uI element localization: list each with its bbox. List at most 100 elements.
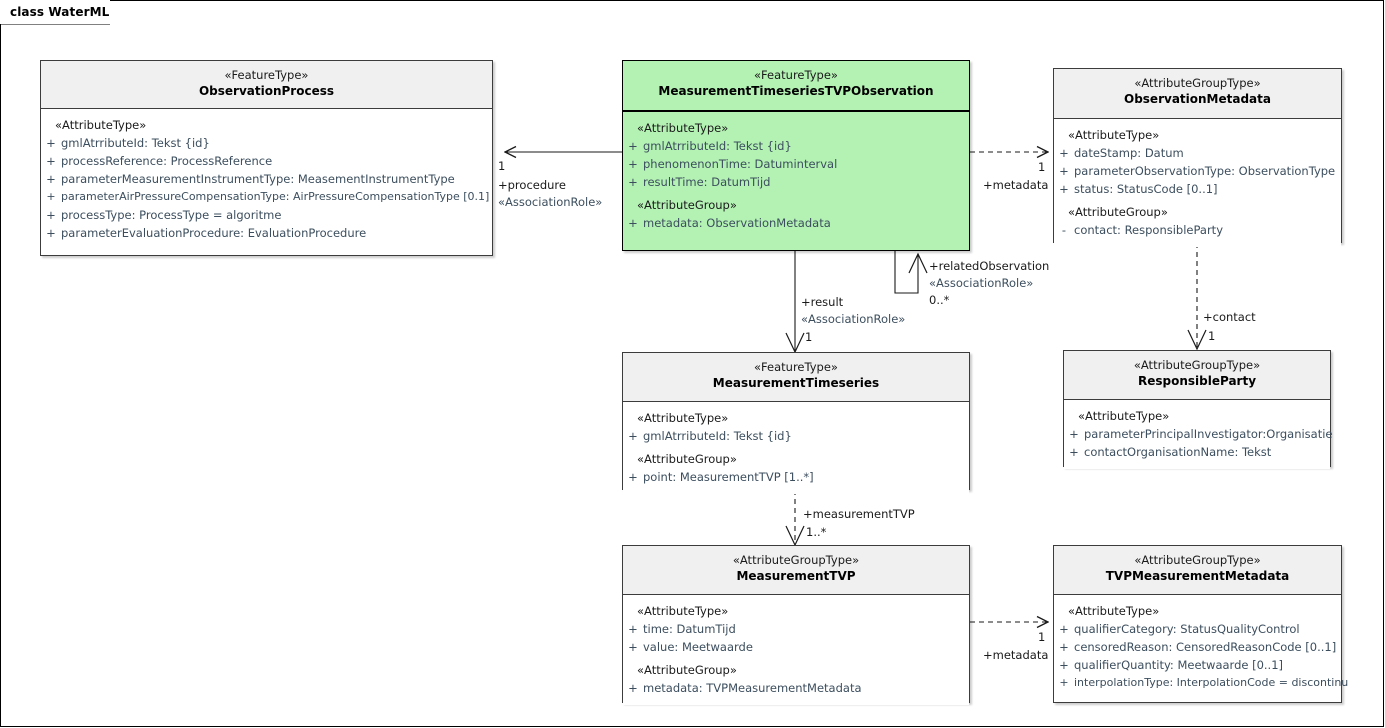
attribute-row: + parameterObservationType: ObservationT… xyxy=(1054,162,1341,180)
visibility-marker: + xyxy=(628,640,638,654)
attribute-text: censoredReason: CensoredReasonCode [0..1… xyxy=(1074,640,1337,654)
class-name: TVPMeasurementMetadata xyxy=(1105,569,1290,583)
attribute-row: + dateStamp: Datum xyxy=(1054,144,1341,162)
attribute-group-label: «AttributeGroup» xyxy=(637,198,737,212)
class-name: ObservationMetadata xyxy=(1124,92,1271,106)
contact-role-label: +contact xyxy=(1203,310,1256,324)
result-multiplicity: 1 xyxy=(805,330,813,344)
attribute-text: gmlAtrributeId: Tekst {id} xyxy=(643,139,792,153)
class-name: MeasurementTVP xyxy=(736,569,856,583)
metadata-tvp-multiplicity: 1 xyxy=(1038,630,1046,644)
metadata-tvp-role-label: +metadata xyxy=(983,648,1049,662)
visibility-marker: + xyxy=(46,226,56,240)
attribute-row: + processType: ProcessType = algoritme xyxy=(41,206,492,224)
attribute-row: + qualifierQuantity: Meetwaarde [0..1] xyxy=(1054,656,1341,674)
class-header: «FeatureType» MeasurementTimeseriesTVPOb… xyxy=(623,61,969,112)
attribute-group-label: «AttributeGroup» xyxy=(637,452,737,466)
attribute-group-label: «AttributeType» xyxy=(1078,409,1170,423)
class-stereotype: «AttributeGroupType» xyxy=(1133,358,1261,372)
class-observation-metadata[interactable]: «AttributeGroupType» ObservationMetadata… xyxy=(1053,68,1342,247)
class-header: «FeatureType» ObservationProcess xyxy=(41,61,492,109)
class-name: ResponsibleParty xyxy=(1137,374,1257,388)
class-stereotype: «FeatureType» xyxy=(754,68,838,82)
procedure-role-label: +procedure xyxy=(498,178,566,192)
visibility-marker: + xyxy=(1059,658,1069,672)
attribute-row: + parameterAirPressureCompensationType: … xyxy=(41,188,492,206)
related-observation-multiplicity: 0..* xyxy=(929,293,950,307)
diagram-tab: class WaterML xyxy=(0,0,110,25)
attribute-text: metadata: TVPMeasurementMetadata xyxy=(643,681,862,695)
class-body: «AttributeType» + gmlAtrributeId: Tekst … xyxy=(41,109,492,250)
measurement-tvp-multiplicity: 1..* xyxy=(806,525,827,539)
class-header: «AttributeGroupType» ResponsibleParty xyxy=(1064,351,1330,400)
attribute-text: interpolationType: InterpolationCode = d… xyxy=(1074,676,1349,689)
class-measurement-timeseries-tvp-observation[interactable]: «FeatureType» MeasurementTimeseriesTVPOb… xyxy=(622,60,970,251)
metadata-observation-role-label: +metadata xyxy=(983,178,1049,192)
class-stereotype: «AttributeGroupType» xyxy=(732,553,860,567)
attribute-row: + point: MeasurementTVP [1..*] xyxy=(623,468,969,486)
attribute-row: + parameterMeasurementInstrumentType: Me… xyxy=(41,170,492,188)
attribute-row: + interpolationType: InterpolationCode =… xyxy=(1054,674,1348,692)
attribute-row: + resultTime: DatumTijd xyxy=(623,173,969,191)
attribute-text: status: StatusCode [0..1] xyxy=(1074,182,1218,196)
attribute-row: + qualifierCategory: StatusQualityContro… xyxy=(1054,620,1341,638)
contact-multiplicity: 1 xyxy=(1208,329,1216,343)
attribute-group-label: «AttributeType» xyxy=(1068,604,1160,618)
attribute-row: + status: StatusCode [0..1] xyxy=(1054,180,1341,198)
visibility-marker: + xyxy=(628,216,638,230)
class-name: MeasurementTimeseriesTVPObservation xyxy=(658,84,934,98)
class-responsible-party[interactable]: «AttributeGroupType» ResponsibleParty «A… xyxy=(1063,350,1333,469)
attribute-text: qualifierCategory: StatusQualityControl xyxy=(1074,622,1300,636)
visibility-marker: + xyxy=(628,681,638,695)
result-role-label: +result xyxy=(801,295,844,309)
visibility-marker: + xyxy=(1059,164,1069,178)
attribute-row: + value: Meetwaarde xyxy=(623,638,969,656)
class-header: «AttributeGroupType» MeasurementTVP xyxy=(623,546,969,595)
attribute-row: - contact: ResponsibleParty xyxy=(1054,221,1341,239)
attribute-row: + contactOrganisationName: Tekst xyxy=(1064,443,1330,461)
visibility-marker: + xyxy=(1059,640,1069,654)
attribute-text: qualifierQuantity: Meetwaarde [0..1] xyxy=(1074,658,1284,672)
visibility-marker: + xyxy=(46,136,56,150)
class-header: «FeatureType» MeasurementTimeseries xyxy=(623,353,969,402)
attribute-text: contact: ResponsibleParty xyxy=(1074,223,1223,237)
visibility-marker: + xyxy=(628,622,638,636)
attribute-text: processType: ProcessType = algoritme xyxy=(61,208,282,222)
attribute-text: point: MeasurementTVP [1..*] xyxy=(643,470,814,484)
class-body: «AttributeType» + dateStamp: Datum + par… xyxy=(1054,119,1341,247)
attribute-text: dateStamp: Datum xyxy=(1074,146,1184,160)
attribute-row: + gmlAtrributeId: Tekst {id} xyxy=(623,427,969,445)
attribute-row: + parameterPrincipalInvestigator:Organis… xyxy=(1064,425,1332,443)
attribute-text: parameterMeasurementInstrumentType: Meas… xyxy=(61,172,455,186)
visibility-marker: + xyxy=(46,154,56,168)
visibility-marker: - xyxy=(1061,223,1067,237)
class-body: «AttributeType» + qualifierCategory: Sta… xyxy=(1054,595,1348,700)
class-body: «AttributeType» + time: DatumTijd + valu… xyxy=(623,595,969,705)
attribute-text: phenomenonTime: Datuminterval xyxy=(643,157,838,171)
attribute-group-label: «AttributeType» xyxy=(55,118,147,132)
class-name: MeasurementTimeseries xyxy=(712,376,880,390)
attribute-row: + time: DatumTijd xyxy=(623,620,969,638)
attribute-group-label: «AttributeGroup» xyxy=(637,663,737,677)
class-header: «AttributeGroupType» TVPMeasurementMetad… xyxy=(1054,546,1341,595)
attribute-text: gmlAtrributeId: Tekst {id} xyxy=(61,136,210,150)
visibility-marker: + xyxy=(46,190,56,203)
class-observation-process[interactable]: «FeatureType» ObservationProcess «Attrib… xyxy=(40,60,493,256)
attribute-group-label: «AttributeType» xyxy=(637,604,729,618)
class-tvp-measurement-metadata[interactable]: «AttributeGroupType» TVPMeasurementMetad… xyxy=(1053,545,1348,703)
attribute-text: parameterObservationType: ObservationTyp… xyxy=(1074,164,1336,178)
attribute-row: + censoredReason: CensoredReasonCode [0.… xyxy=(1054,638,1341,656)
class-body: «AttributeType» + gmlAtrributeId: Tekst … xyxy=(623,402,969,494)
visibility-marker: + xyxy=(1069,445,1079,459)
class-stereotype: «FeatureType» xyxy=(224,68,309,82)
result-stereotype-label: «AssociationRole» xyxy=(801,312,906,326)
class-measurement-tvp[interactable]: «AttributeGroupType» MeasurementTVP «Att… xyxy=(622,545,970,705)
visibility-marker: + xyxy=(1059,146,1069,160)
visibility-marker: + xyxy=(628,429,638,443)
attribute-text: gmlAtrributeId: Tekst {id} xyxy=(643,429,792,443)
class-body: «AttributeType» + gmlAtrributeId: Tekst … xyxy=(623,112,969,240)
attribute-row: + processReference: ProcessReference xyxy=(41,152,492,170)
attribute-group-label: «AttributeType» xyxy=(637,121,729,135)
class-measurement-timeseries[interactable]: «FeatureType» MeasurementTimeseries «Att… xyxy=(622,352,970,494)
